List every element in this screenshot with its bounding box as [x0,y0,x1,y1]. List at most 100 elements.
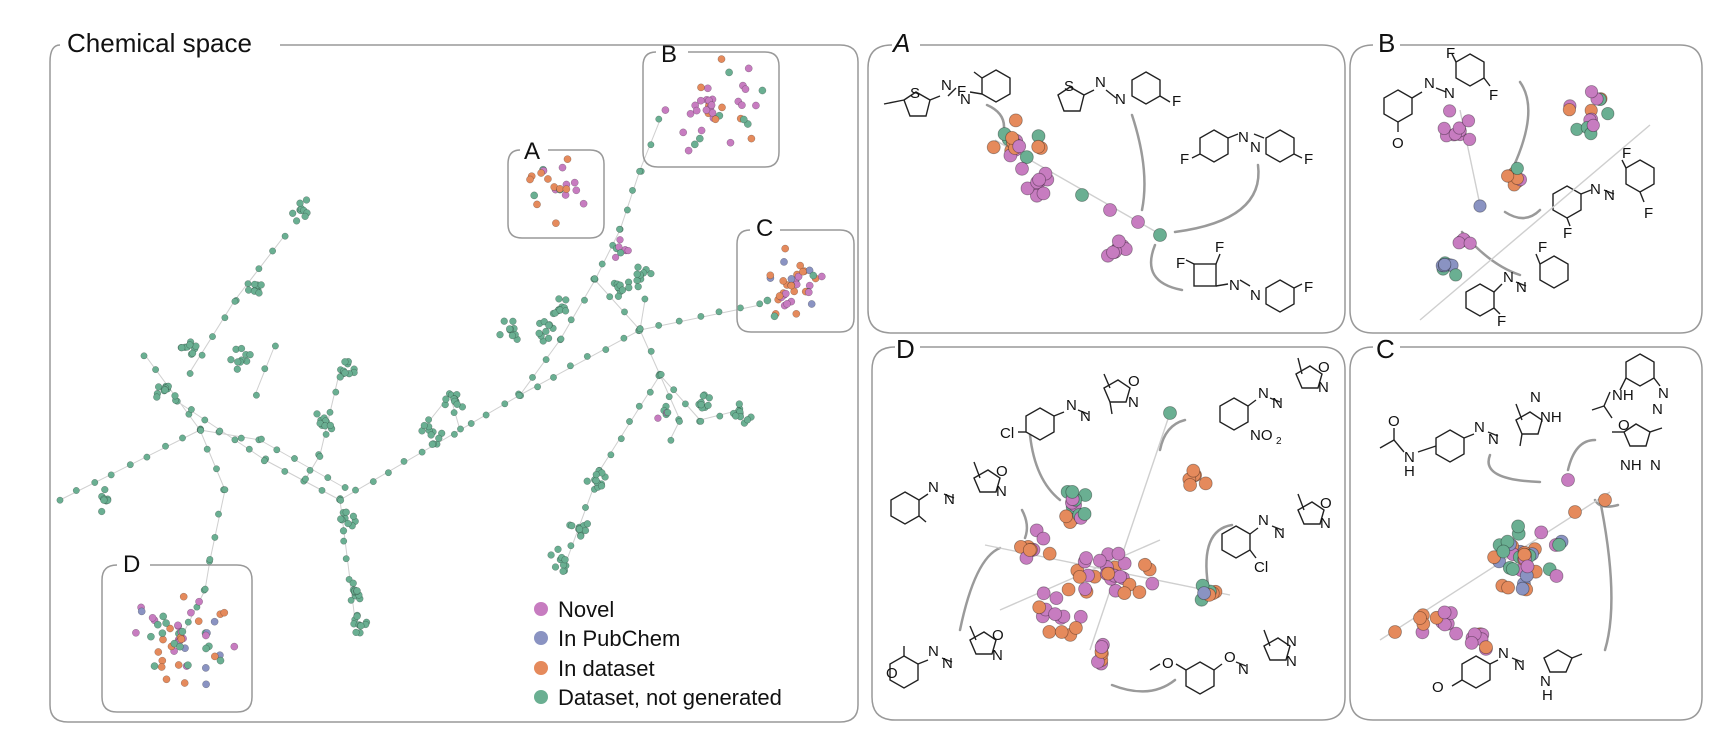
network-node [636,325,644,333]
network-node [665,393,673,401]
zoom-c-atom: N [1404,449,1415,466]
zoom-d-node [1054,625,1069,639]
zoom-d-molecule-3 [890,461,1001,525]
zoom-c-molecule-1 [1379,403,1543,463]
zoom-a-atom: N [941,77,952,94]
network-edge [199,429,261,441]
zoom-d-atom: N [1286,653,1297,670]
network-node [107,471,115,479]
zoom-c-atom: N [1474,419,1485,436]
zoom-c-atom: N [1540,673,1551,690]
zoom-c-node [1552,537,1566,552]
network-node [544,334,553,342]
zoom-d-molecule-2 [1219,357,1323,431]
zoom-d-atom: N [1286,633,1297,650]
network-node [711,115,720,124]
zoom-d-atom: Cl [1000,425,1014,442]
zoom-d-atom: N [1320,515,1331,532]
network-node [717,55,726,63]
zoom-a-molecule-4 [1185,253,1303,313]
network-node [349,512,358,520]
zoom-d-molecule-5 [889,625,997,689]
zoom-b-atom: F [1622,145,1631,162]
network-node [695,134,704,143]
zoom-a-atom: N [1250,287,1261,304]
network-node [337,496,345,504]
callout-b-frame [642,51,780,168]
network-node [210,652,219,661]
network-node [661,106,670,114]
network-node [614,292,623,301]
zoom-c-node [1464,636,1479,650]
network-node [231,436,239,444]
network-edge [594,229,621,281]
network-node [302,196,311,204]
network-node [332,388,340,396]
network-edge [594,279,641,331]
network-node [697,417,705,425]
zoom-b-atom: F [1538,239,1547,256]
zoom-d-node [1078,582,1092,596]
network-node [679,128,688,137]
network-node [56,496,64,504]
network-node [787,281,796,290]
network-node [450,430,458,438]
network-node [655,115,663,123]
zoom-b-molecule-3 [1465,253,1569,317]
zoom-a-molecule-1 [883,69,1011,117]
zoom-a-node [1019,150,1034,165]
network-node [341,358,349,366]
network-node [206,555,214,563]
network-node [708,108,717,117]
zoom-b-atom: F [1446,45,1455,62]
network-node [647,141,655,149]
callout-a-label: A [524,138,540,165]
zoom-panel-b-frame [1349,44,1703,334]
network-node [787,275,796,283]
zoom-panel-d-title: D [896,334,915,364]
network-node [457,425,464,433]
zoom-d-molecule-4 [1221,493,1325,559]
zoom-c-atom: N [1488,431,1499,448]
network-node [302,475,309,483]
zoom-d-atom: 2 [1276,436,1282,447]
network-node [162,675,171,684]
zoom-d-node [1117,556,1132,571]
zoom-d-node [1092,553,1107,568]
zoom-b-node [1437,121,1451,135]
network-edge [639,299,646,331]
network-node [582,504,589,511]
zoom-panel-c-title: C [1376,334,1395,364]
network-node [482,411,490,419]
network-node [281,467,289,475]
zoom-d-node [1049,591,1064,605]
network-node [505,325,514,333]
network-node [629,186,636,194]
zoom-panel-a-title: A [891,28,910,58]
network-node [718,103,726,112]
zoom-d-atom: N [1274,525,1285,542]
network-node [292,217,301,225]
network-node [201,416,209,424]
network-node [792,309,801,318]
network-node [635,402,643,410]
legend-label-in-dataset: In dataset [558,656,655,681]
zoom-d-node [1065,484,1080,499]
network-node [132,628,140,637]
network-node [692,106,701,115]
network-node [369,478,377,486]
zoom-a-atom: N [1250,139,1261,156]
zoom-d-node [1079,551,1093,565]
network-node [716,412,724,420]
zoom-b-molecule-2 [1552,159,1655,227]
network-node [150,662,159,670]
zoom-c-node [1568,505,1582,519]
legend-dot-dataset-not-generated [534,690,548,704]
network-node [577,532,585,540]
network-node [231,297,239,305]
callout-b: B [642,41,780,168]
network-node [174,661,183,669]
network-node [352,486,359,494]
network-node [170,639,179,648]
network-node [301,212,309,221]
